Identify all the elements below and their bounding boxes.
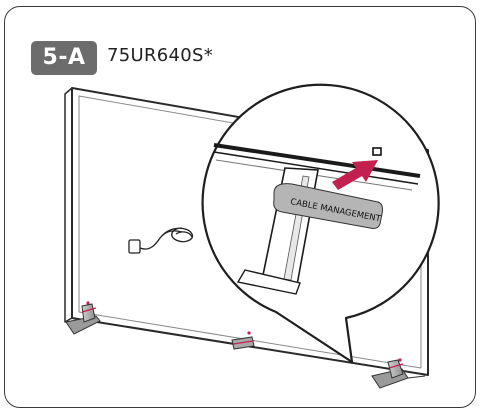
clip-slot-icon — [372, 147, 382, 156]
step-badge: 5-A — [31, 41, 97, 75]
zoom-detail: CABLE MANAGEMENT — [213, 143, 421, 295]
cable-management-clip — [273, 183, 383, 229]
stand-foot-right — [371, 359, 426, 389]
power-cord-icon — [128, 227, 194, 254]
screw-markers — [86, 301, 402, 362]
model-code: 75UR640S* — [107, 45, 214, 66]
zoom-callout: CABLE MANAGEMENT — [201, 83, 440, 364]
stand-foot-center — [231, 336, 255, 350]
arrow-icon — [332, 160, 378, 190]
stand-foot-left — [65, 303, 101, 335]
